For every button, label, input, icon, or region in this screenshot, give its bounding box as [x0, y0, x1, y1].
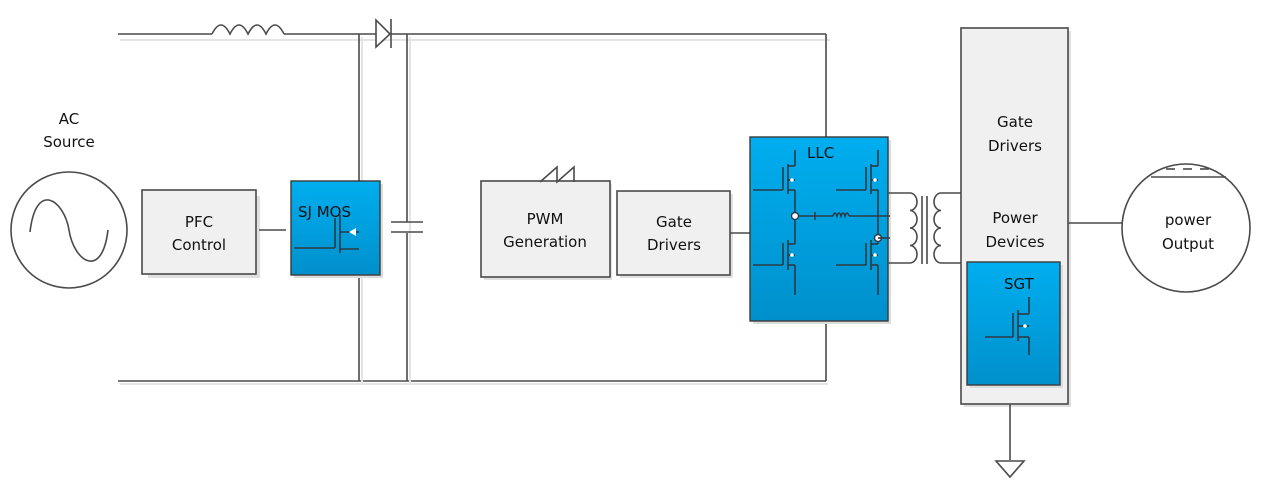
- sawtooth-icon: [539, 165, 575, 184]
- ground-icon: [994, 404, 1026, 479]
- diode-icon: [375, 18, 392, 49]
- llc-block[interactable]: LLC: [749, 136, 891, 324]
- mosfet-icon: [294, 215, 359, 253]
- pfc-control-label-1: PFC: [185, 213, 213, 231]
- top-rail: [118, 18, 830, 137]
- pwm-label-1: PWM: [527, 210, 564, 228]
- ac-source-label-1: AC: [59, 110, 79, 128]
- gate-drivers-primary-block[interactable]: Gate Drivers: [616, 190, 733, 278]
- power-output[interactable]: power Output: [1121, 163, 1251, 293]
- mosfet-icon: [836, 150, 879, 194]
- bottom-rail: [118, 320, 828, 385]
- pfc-control-block[interactable]: PFC Control: [141, 189, 260, 278]
- sgt-label: SGT: [1004, 275, 1035, 293]
- mosfet-icon: [753, 150, 796, 194]
- sgt-block[interactable]: SGT: [966, 261, 1063, 388]
- mosfet-icon: [985, 297, 1030, 355]
- pfc-control-label-2: Control: [172, 236, 226, 254]
- transformer-icon: [888, 192, 961, 264]
- llc-label: LLC: [807, 144, 834, 162]
- gate-drivers-label-1: Gate: [656, 213, 692, 231]
- ac-source: AC Source: [10, 110, 128, 289]
- power-devices-label-2: Devices: [985, 233, 1044, 251]
- inductor-icon: [211, 24, 285, 36]
- power-devices-label-1: Power: [992, 209, 1038, 227]
- ac-source-label-2: Source: [43, 133, 95, 151]
- secondary-gate-drivers-label-2: Drivers: [988, 137, 1042, 155]
- gate-drivers-label-2: Drivers: [647, 236, 701, 254]
- sj-mos-label: SJ MOS: [298, 203, 351, 221]
- secondary-gate-drivers-label-1: Gate: [997, 113, 1033, 131]
- sine-wave-icon: [29, 199, 109, 262]
- power-output-label-2: Output: [1162, 235, 1214, 253]
- power-output-label-1: power: [1165, 211, 1212, 229]
- bulk-capacitor-icon: [391, 221, 423, 233]
- sj-mos-block[interactable]: SJ MOS: [290, 180, 383, 278]
- pwm-label-2: Generation: [503, 233, 587, 251]
- mosfet-icon: [753, 240, 795, 270]
- pwm-generation-block[interactable]: PWM Generation: [480, 165, 612, 280]
- mosfet-icon: [836, 240, 878, 270]
